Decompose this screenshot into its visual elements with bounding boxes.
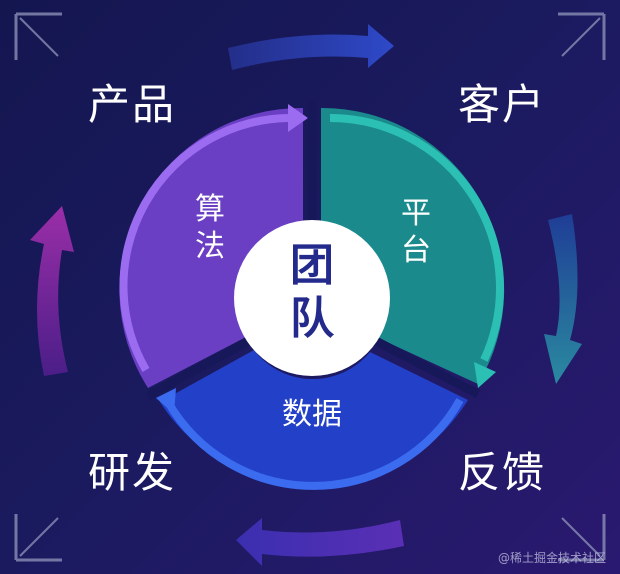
corner-bracket-icon — [14, 12, 606, 562]
rim-arrow-algorithm-icon — [119, 114, 289, 372]
rim-arrow-data-icon — [164, 398, 464, 490]
center-circle — [234, 220, 390, 376]
label-product: 产品 — [88, 80, 177, 129]
rim-arrowhead-algorithm-icon — [288, 104, 308, 132]
cycle-arrow-bottom-icon — [236, 518, 404, 566]
cycle-arrow-right-icon — [544, 214, 582, 384]
rim-arrow-platform-icon — [329, 114, 504, 362]
watermark: @稀土掘金技术社区 — [497, 551, 606, 565]
sector-label-data: 数据 — [282, 397, 342, 432]
rim-arrowhead-platform-icon — [474, 362, 496, 388]
sector-label-platform: 平台 — [401, 196, 431, 268]
center-label-team: 团队 — [290, 240, 334, 344]
rim-arrowhead-data-icon — [156, 388, 176, 414]
sector-data — [160, 350, 468, 487]
label-customer: 客户 — [458, 80, 547, 129]
label-feedback: 反馈 — [458, 448, 547, 497]
sector-label-algorithm: 算法 — [195, 192, 225, 264]
label-rd: 研发 — [88, 448, 177, 497]
cycle-arrow-top-icon — [228, 24, 394, 70]
sector-separators — [145, 100, 481, 400]
cycle-arrow-left-icon — [30, 206, 74, 376]
